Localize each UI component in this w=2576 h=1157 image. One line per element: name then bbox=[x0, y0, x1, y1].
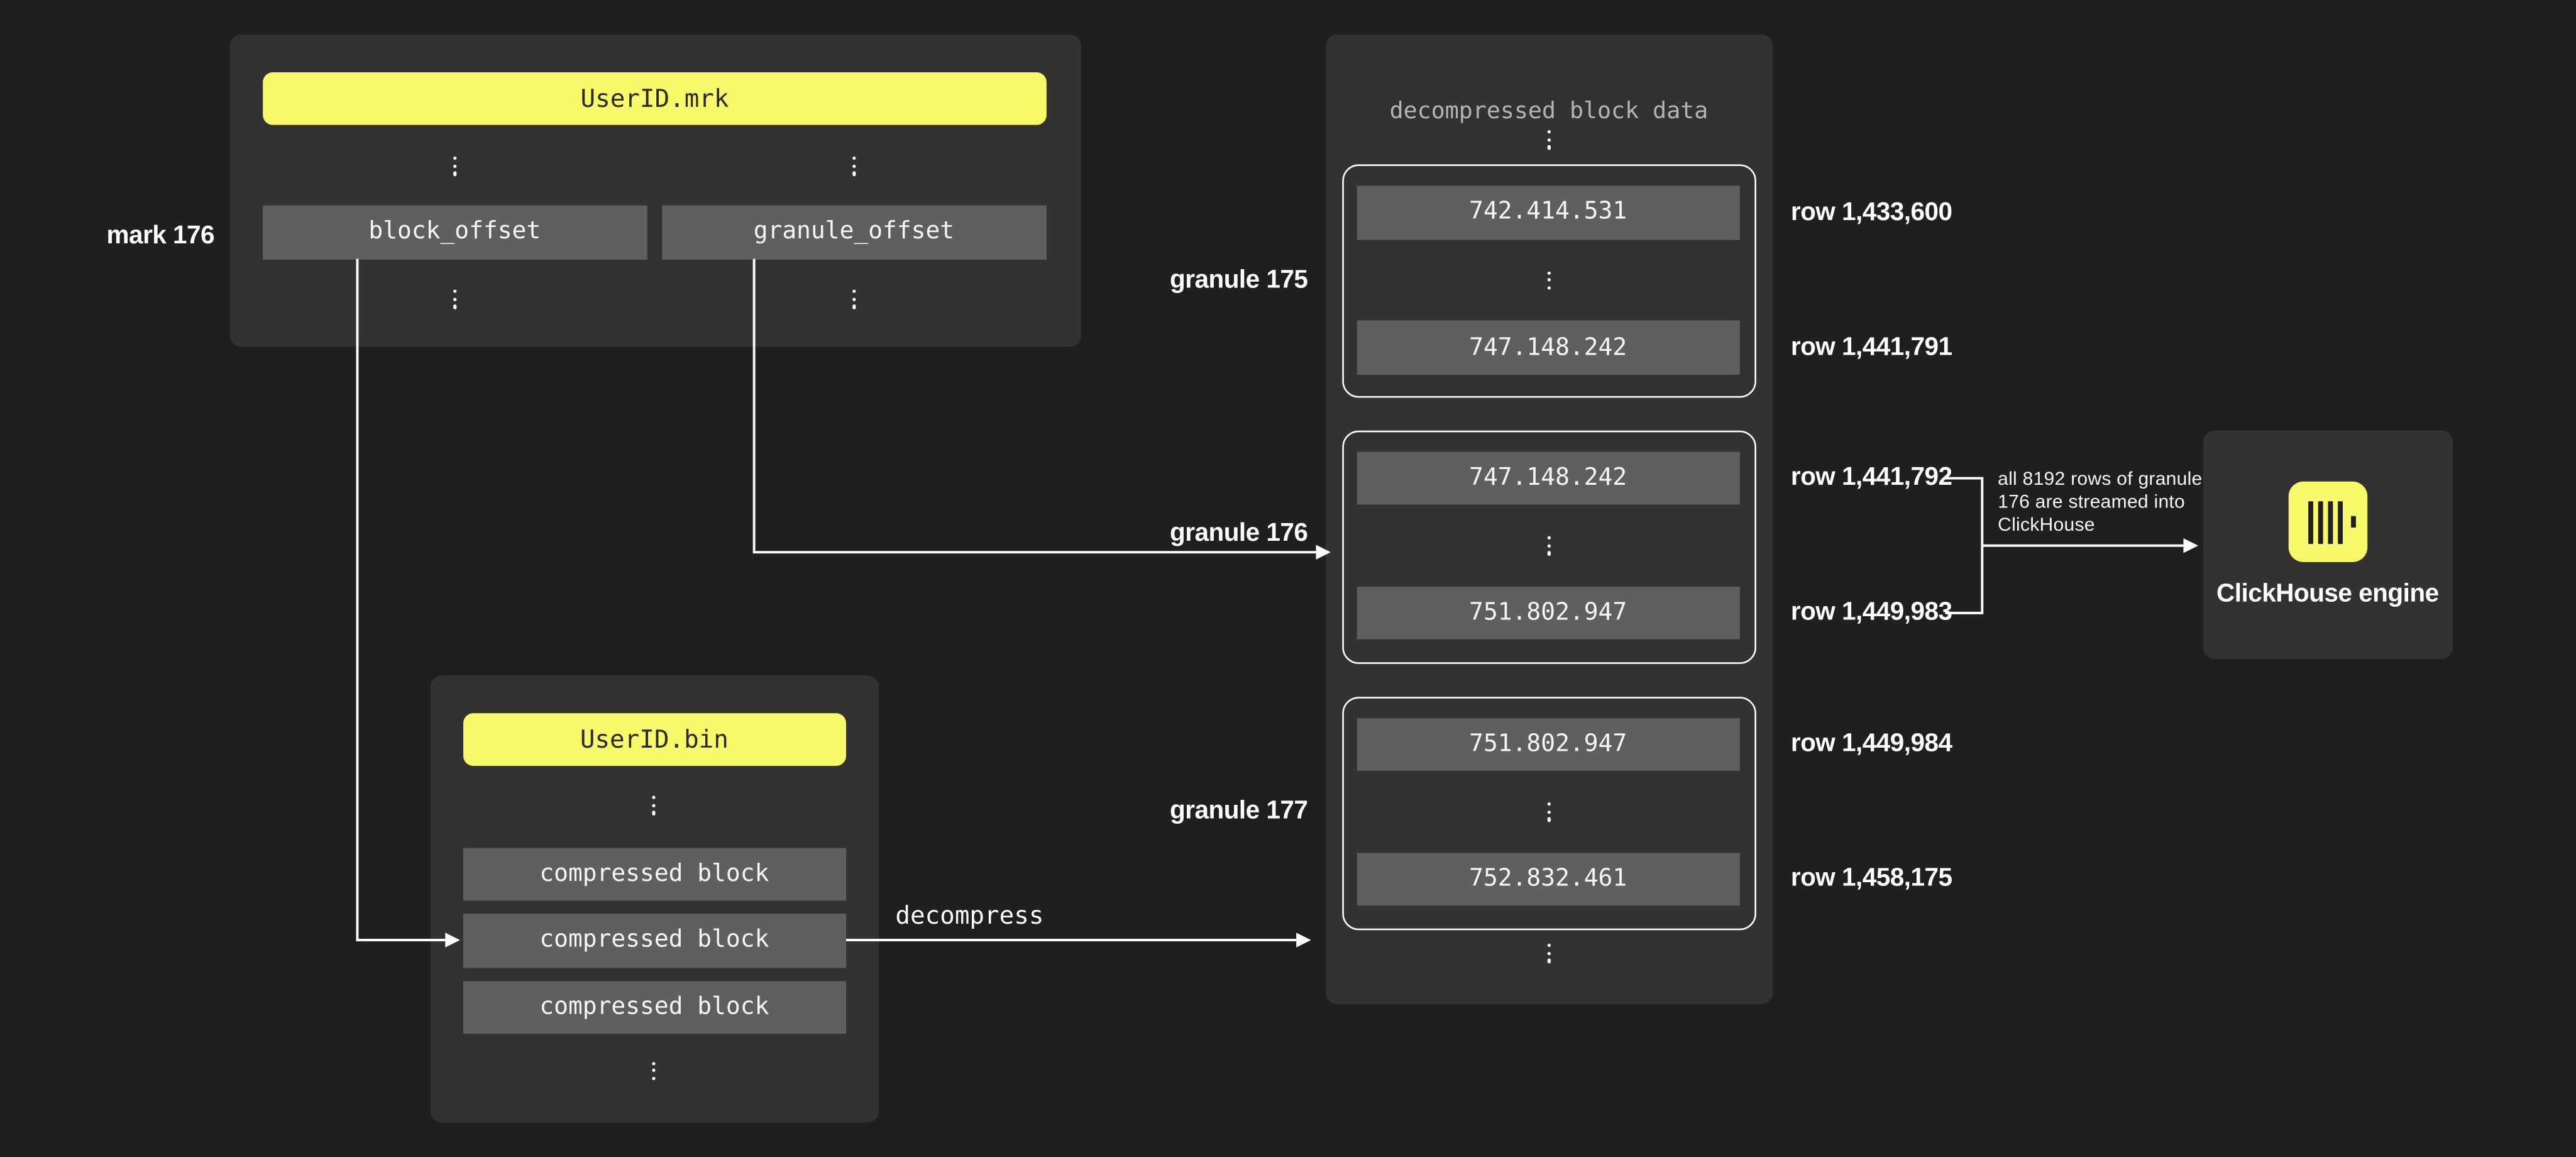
granule-177-last-value: 752.832.461 bbox=[1469, 866, 1627, 893]
granule-176-box: 747.148.242 751.802.947 bbox=[1342, 429, 1756, 663]
granule-177-label: granule 177 bbox=[1170, 796, 1308, 824]
granule-175-last-value: 747.148.242 bbox=[1469, 334, 1627, 361]
clickhouse-engine-label: ClickHouse engine bbox=[2216, 579, 2439, 607]
stream-note: all 8192 rows of granule 176 are streame… bbox=[1998, 468, 2202, 537]
compressed-block-3-label: compressed block bbox=[539, 994, 769, 1021]
row-label-1441791: row 1,441,791 bbox=[1790, 333, 1952, 361]
decompress-label: decompress bbox=[895, 900, 1044, 931]
granule-175-label: granule 175 bbox=[1170, 266, 1308, 294]
decompressed-panel-title: decompressed block data bbox=[1389, 97, 1709, 125]
compressed-block-1-label: compressed block bbox=[539, 860, 769, 887]
mrk-file-title: UserID.mrk bbox=[580, 84, 729, 114]
bin-file-title: UserID.bin bbox=[580, 725, 729, 755]
granule-176-last-value-box: 751.802.947 bbox=[1356, 586, 1740, 640]
granule-176-last-value: 751.802.947 bbox=[1469, 600, 1627, 626]
granule-177-last-value-box: 752.832.461 bbox=[1356, 852, 1740, 906]
granule-175-last-value-box: 747.148.242 bbox=[1356, 321, 1740, 375]
mrk-file-header: UserID.mrk bbox=[263, 73, 1047, 126]
granule-175-box: 742.414.531 747.148.242 bbox=[1342, 164, 1756, 398]
stream-note-line-2: 176 are streamed into bbox=[1998, 492, 2186, 512]
row-label-1458175: row 1,458,175 bbox=[1790, 863, 1952, 892]
granule-175-first-value: 742.414.531 bbox=[1469, 199, 1627, 226]
vertical-ellipsis-icon bbox=[1547, 802, 1551, 822]
bin-file-panel: UserID.bin compressed block compressed b… bbox=[429, 675, 878, 1123]
granule-175-first-value-box: 742.414.531 bbox=[1356, 185, 1740, 240]
vertical-ellipsis-icon bbox=[452, 156, 456, 176]
granule-177-first-value: 751.802.947 bbox=[1469, 731, 1627, 758]
granule-176-first-value: 747.148.242 bbox=[1469, 464, 1627, 491]
row-label-1441792: row 1,441,792 bbox=[1790, 463, 1952, 491]
arrowhead-icon bbox=[1296, 933, 1311, 948]
granule-176-first-value-box: 747.148.242 bbox=[1356, 451, 1740, 505]
row-label-1449984: row 1,449,984 bbox=[1790, 729, 1952, 758]
vertical-ellipsis-icon bbox=[851, 156, 856, 176]
vertical-ellipsis-icon bbox=[652, 795, 656, 815]
bin-file-header: UserID.bin bbox=[462, 714, 847, 767]
row-label-1433600: row 1,433,600 bbox=[1790, 197, 1952, 226]
mrk-file-panel: UserID.mrk block_offset granule_offset bbox=[229, 34, 1081, 347]
vertical-ellipsis-icon bbox=[452, 289, 456, 309]
granule-offset-cell: granule_offset bbox=[661, 205, 1047, 259]
row-label-1449983: row 1,449,983 bbox=[1790, 598, 1952, 626]
vertical-ellipsis-icon bbox=[851, 289, 856, 309]
granule-176-label: granule 176 bbox=[1170, 518, 1308, 547]
vertical-ellipsis-icon bbox=[1547, 536, 1551, 555]
mark-176-label: mark 176 bbox=[106, 221, 215, 249]
stream-note-line-1: all 8192 rows of granule bbox=[1998, 469, 2203, 489]
block-offset-cell: block_offset bbox=[263, 205, 647, 259]
vertical-ellipsis-icon bbox=[652, 1061, 656, 1080]
granule-177-first-value-box: 751.802.947 bbox=[1356, 717, 1740, 771]
vertical-ellipsis-icon bbox=[1547, 270, 1551, 290]
stream-note-line-3: ClickHouse bbox=[1998, 515, 2095, 535]
arrowhead-icon bbox=[2183, 538, 2198, 553]
vertical-ellipsis-icon bbox=[1547, 130, 1551, 150]
compressed-block-1: compressed block bbox=[462, 847, 847, 901]
vertical-ellipsis-icon bbox=[1547, 943, 1551, 963]
compressed-block-3: compressed block bbox=[462, 980, 847, 1034]
compressed-block-2-label: compressed block bbox=[539, 927, 769, 954]
compressed-block-2: compressed block bbox=[462, 914, 847, 968]
clickhouse-logo-icon bbox=[2287, 481, 2368, 562]
block-offset-label: block_offset bbox=[368, 219, 541, 246]
granule-offset-label: granule_offset bbox=[753, 219, 955, 246]
granule-177-box: 751.802.947 752.832.461 bbox=[1342, 695, 1756, 929]
